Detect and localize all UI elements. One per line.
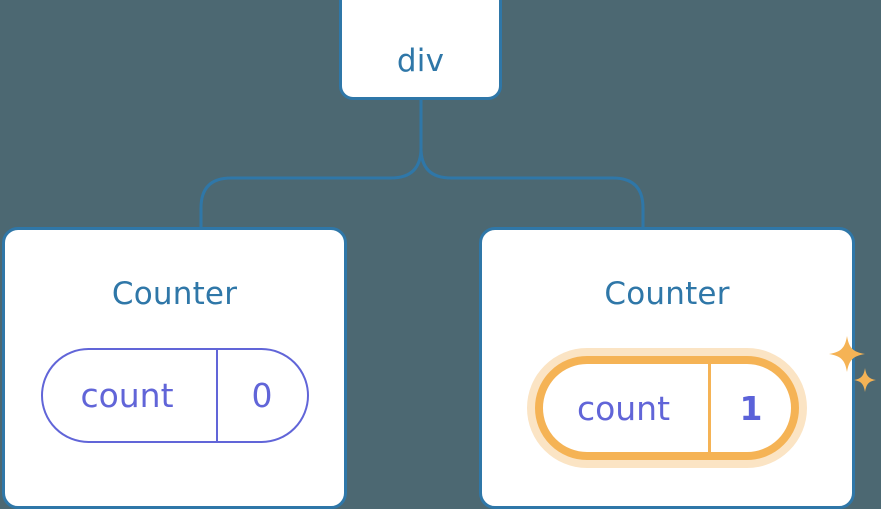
state-key-left: count: [43, 350, 218, 441]
node-counter-right[interactable]: Counter count 1: [479, 227, 876, 509]
state-value-right: 1: [739, 388, 763, 428]
state-pill-right[interactable]: count 1: [535, 356, 799, 460]
node-div-label: div: [396, 43, 445, 79]
state-pill-right-wrapper: count 1: [482, 336, 876, 468]
sparkle-small-icon: [854, 368, 876, 392]
state-pill-left-wrapper: count 0: [5, 348, 344, 443]
state-key-right: count: [543, 364, 711, 452]
state-pill-right-glow: count 1: [527, 336, 876, 468]
state-value-left: 0: [251, 376, 273, 415]
sparkle-icon: [829, 336, 865, 372]
node-counter-left[interactable]: Counter count 0: [2, 227, 347, 509]
sparkle-group: [829, 336, 876, 392]
node-counter-left-title: Counter: [111, 276, 238, 312]
state-pill-left[interactable]: count 0: [40, 348, 309, 443]
node-counter-right-title: Counter: [604, 276, 730, 312]
node-div[interactable]: div: [339, 0, 502, 100]
